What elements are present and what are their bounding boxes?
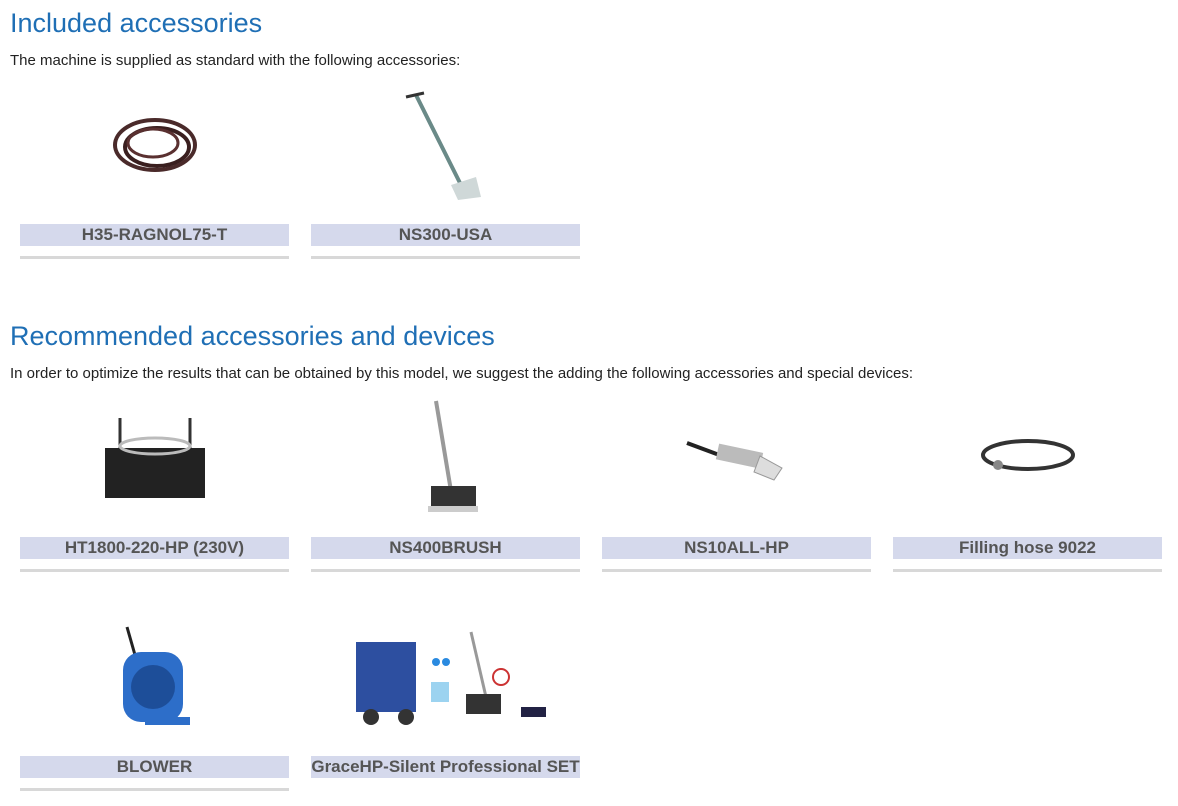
- wand-image[interactable]: [311, 80, 580, 210]
- divider: [893, 569, 1162, 572]
- product-label[interactable]: NS400BRUSH: [311, 537, 580, 559]
- product-label[interactable]: NS10ALL-HP: [602, 537, 871, 559]
- included-intro: The machine is supplied as standard with…: [10, 52, 461, 69]
- blower-image[interactable]: [20, 612, 289, 742]
- brush-wand-image[interactable]: [311, 393, 580, 523]
- divider: [20, 788, 289, 791]
- product-card[interactable]: NS10ALL-HP: [602, 393, 871, 572]
- hand-tool-image[interactable]: [602, 393, 871, 523]
- product-card[interactable]: BLOWER: [20, 612, 289, 791]
- product-card[interactable]: H35-RAGNOL75-T: [20, 80, 289, 259]
- recommended-intro: In order to optimize the results that ca…: [10, 365, 914, 382]
- product-card[interactable]: Filling hose 9022: [893, 393, 1162, 572]
- set-image[interactable]: [311, 612, 580, 742]
- product-label[interactable]: Filling hose 9022: [893, 537, 1162, 559]
- divider: [311, 569, 580, 572]
- product-label[interactable]: NS300-USA: [311, 224, 580, 246]
- product-label[interactable]: GraceHP-Silent Professional SET: [311, 756, 580, 778]
- heater-box-image[interactable]: [20, 393, 289, 523]
- product-label[interactable]: BLOWER: [20, 756, 289, 778]
- product-card[interactable]: NS300-USA: [311, 80, 580, 259]
- divider: [602, 569, 871, 572]
- divider: [20, 256, 289, 259]
- product-card[interactable]: GraceHP-Silent Professional SET: [311, 612, 580, 778]
- product-label[interactable]: H35-RAGNOL75-T: [20, 224, 289, 246]
- product-card[interactable]: HT1800-220-HP (230V): [20, 393, 289, 572]
- included-heading: Included accessories: [10, 8, 263, 38]
- hose-coil-image[interactable]: [20, 80, 289, 210]
- filling-hose-image[interactable]: [893, 393, 1162, 523]
- divider: [311, 256, 580, 259]
- product-label[interactable]: HT1800-220-HP (230V): [20, 537, 289, 559]
- product-card[interactable]: NS400BRUSH: [311, 393, 580, 572]
- divider: [20, 569, 289, 572]
- recommended-heading: Recommended accessories and devices: [10, 321, 495, 351]
